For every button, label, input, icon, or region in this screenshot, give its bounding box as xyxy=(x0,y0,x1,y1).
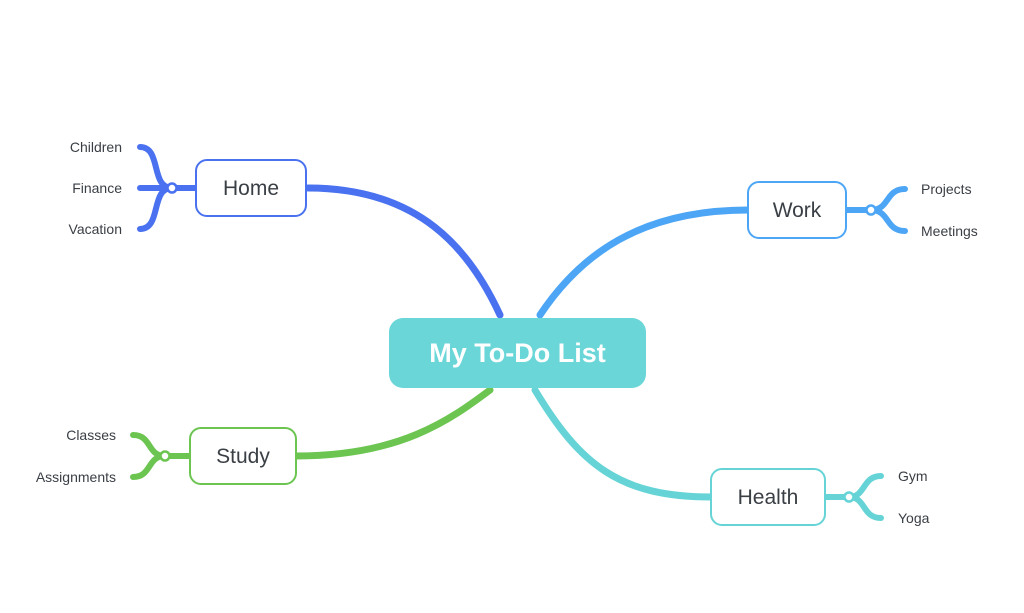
branch-home xyxy=(304,184,504,319)
topic-home[interactable]: Home xyxy=(195,159,307,217)
work-junction-icon[interactable] xyxy=(865,204,877,216)
health-junction-icon[interactable] xyxy=(843,491,855,503)
study-junction-icon[interactable] xyxy=(159,450,171,462)
branch-work xyxy=(536,206,752,319)
subtopic-assignments[interactable]: Assignments xyxy=(36,469,116,485)
subtopic-children[interactable]: Children xyxy=(70,139,122,155)
central-topic-label: My To-Do List xyxy=(429,338,605,368)
topic-health[interactable]: Health xyxy=(710,468,826,526)
subtopic-projects[interactable]: Projects xyxy=(921,181,972,197)
topic-work[interactable]: Work xyxy=(747,181,847,239)
branch-health xyxy=(531,386,715,501)
subtopic-meetings[interactable]: Meetings xyxy=(921,223,978,239)
topic-health-label: Health xyxy=(738,486,799,509)
topic-home-label: Home xyxy=(223,177,279,200)
subtopic-yoga[interactable]: Yoga xyxy=(898,510,930,526)
subtopic-gym[interactable]: Gym xyxy=(898,468,928,484)
topic-study[interactable]: Study xyxy=(189,427,297,485)
topic-work-label: Work xyxy=(773,199,822,222)
subtopic-classes[interactable]: Classes xyxy=(66,427,116,443)
subtopic-finance[interactable]: Finance xyxy=(72,180,122,196)
topic-study-label: Study xyxy=(216,445,270,468)
central-topic[interactable]: My To-Do List xyxy=(389,318,646,388)
home-junction-icon[interactable] xyxy=(166,182,178,194)
branch-study xyxy=(292,386,494,460)
subtopic-vacation[interactable]: Vacation xyxy=(69,221,122,237)
